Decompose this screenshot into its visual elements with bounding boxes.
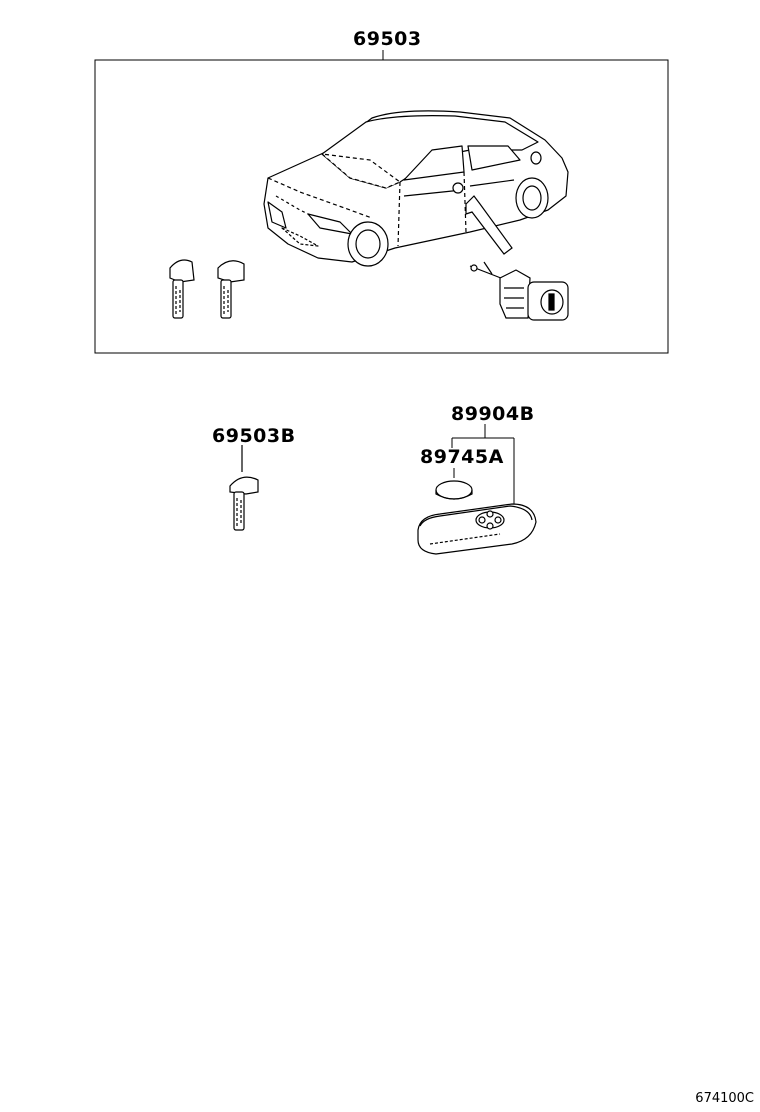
part-number-kit: 69503 <box>353 28 422 50</box>
catalog-code: 674100C <box>695 1091 754 1106</box>
part-number-transmitter: 89904B <box>451 403 535 425</box>
door-lock-cylinder-icon <box>470 262 568 320</box>
arrow-icon <box>466 196 512 254</box>
part-number-battery: 89745A <box>420 446 504 468</box>
smart-key-fob-icon <box>418 504 536 554</box>
sedan-car-icon <box>264 111 568 266</box>
coin-battery-icon <box>436 481 472 499</box>
part-number-key-blank: 69503B <box>212 425 296 447</box>
kit-frame <box>95 50 668 353</box>
key-blank-icon <box>170 260 194 318</box>
key-blank-icon <box>218 261 244 318</box>
key-blank-icon <box>230 445 258 530</box>
leader-line <box>452 424 514 504</box>
